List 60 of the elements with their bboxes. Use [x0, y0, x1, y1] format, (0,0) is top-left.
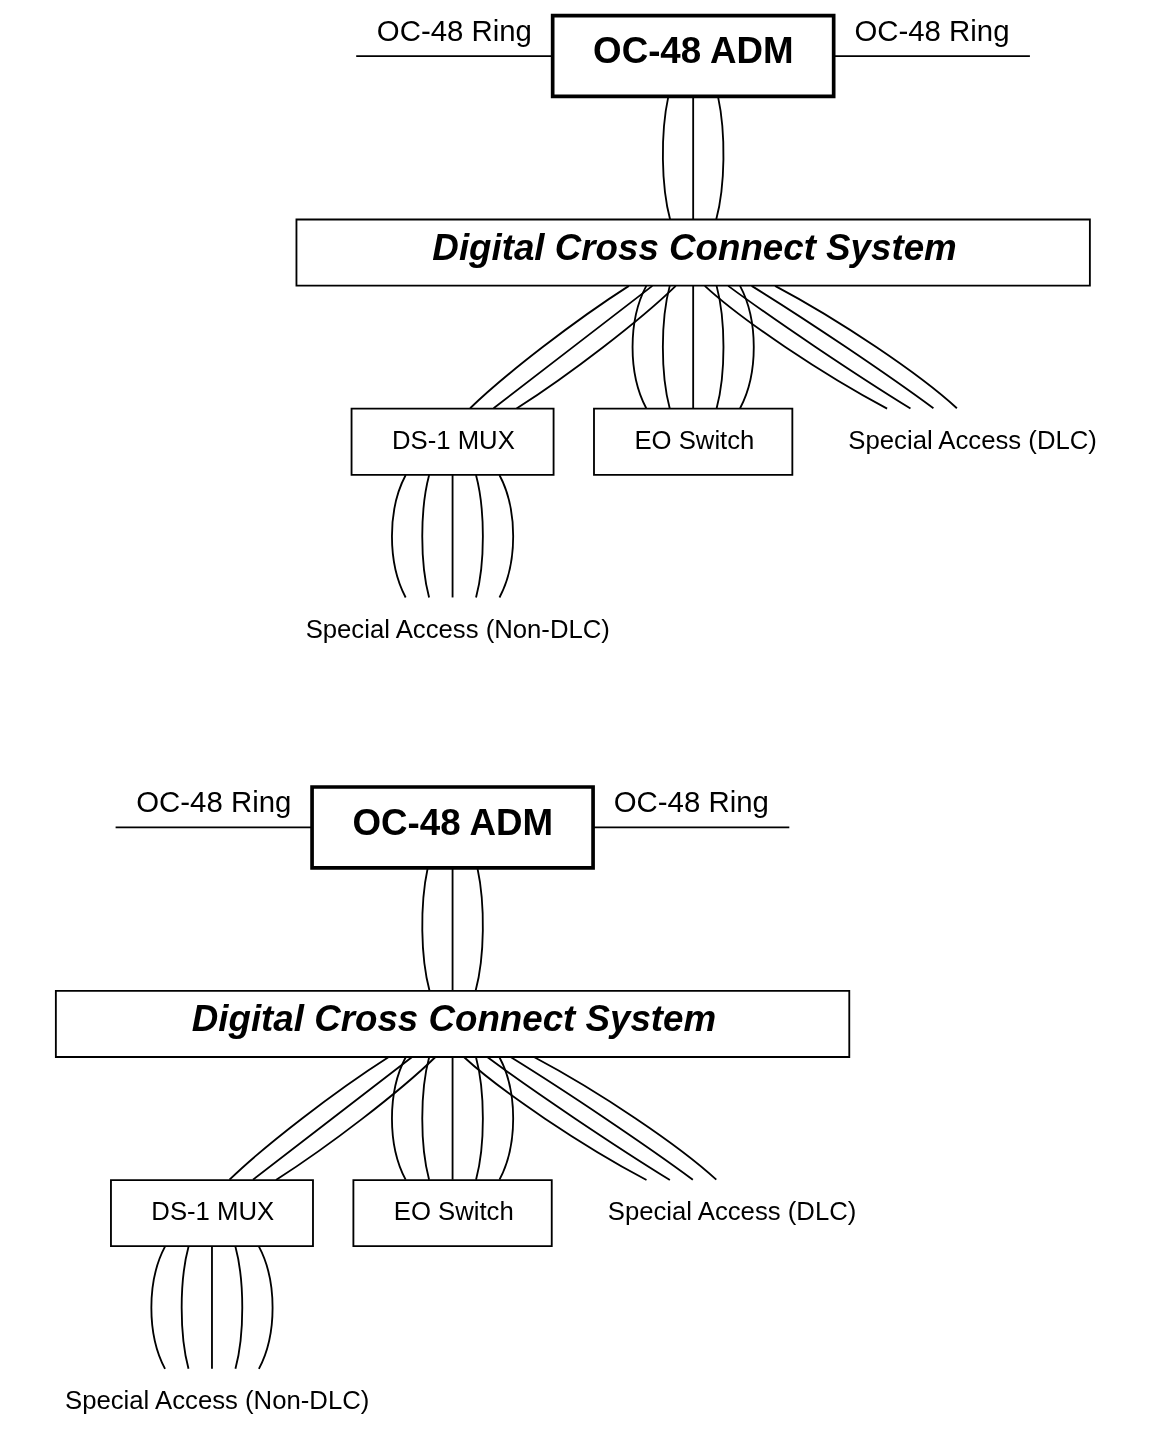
node-box: EO Switch — [592, 407, 793, 476]
node-text: Special Access (DLC) — [847, 425, 1097, 454]
connector — [726, 284, 911, 410]
connector — [114, 826, 313, 829]
connector — [515, 284, 677, 410]
connector — [390, 474, 407, 599]
connector — [738, 284, 755, 410]
connector — [251, 1056, 413, 1181]
node-text: Special Access (Non-DLC) — [305, 614, 610, 643]
node-text: Special Access (Non-DLC) — [64, 1386, 369, 1415]
connector — [257, 1245, 273, 1370]
connector — [715, 284, 724, 410]
connector — [420, 474, 430, 599]
connector — [390, 1056, 407, 1181]
connector — [149, 1245, 166, 1370]
connector — [773, 284, 958, 410]
connector — [474, 474, 484, 599]
connector — [492, 284, 653, 410]
connector — [233, 1245, 243, 1370]
connector — [592, 826, 790, 829]
connector — [354, 55, 554, 57]
edge-label: OC-48 Ring — [376, 13, 532, 47]
connector — [832, 55, 1031, 57]
connector — [661, 96, 671, 221]
connector — [703, 284, 888, 410]
connector — [274, 1056, 436, 1181]
edge-label: OC-48 Ring — [853, 13, 1009, 47]
connector — [228, 1056, 389, 1181]
edge-label: OC-48 Ring — [135, 785, 291, 819]
connector — [486, 1056, 671, 1181]
node-box: OC-48 ADM — [550, 13, 835, 99]
connector — [474, 867, 484, 992]
connector — [468, 284, 630, 410]
connector — [498, 1056, 514, 1181]
connector — [420, 1056, 430, 1181]
connector — [533, 1056, 717, 1181]
connector — [420, 867, 430, 992]
connector — [631, 284, 647, 410]
connector — [451, 867, 453, 992]
node-box: DS-1 MUX — [350, 407, 554, 476]
node-text: Special Access (DLC) — [607, 1196, 856, 1225]
connector — [691, 96, 694, 221]
node-box: DS-1 MUX — [109, 1179, 314, 1248]
connector — [180, 1245, 189, 1370]
connector — [661, 284, 671, 410]
connector — [451, 474, 453, 599]
node-box: OC-48 ADM — [309, 785, 595, 870]
connector — [509, 1056, 694, 1181]
connector — [498, 474, 514, 599]
connector — [462, 1056, 647, 1181]
connector — [474, 1056, 484, 1181]
node-box: Digital Cross Connect System — [54, 989, 850, 1058]
node-box: EO Switch — [351, 1179, 553, 1248]
edge-label: OC-48 Ring — [613, 785, 769, 819]
connector — [210, 1245, 213, 1370]
connector — [714, 96, 724, 221]
connector — [691, 284, 694, 410]
node-box: Digital Cross Connect System — [295, 218, 1091, 287]
connector — [750, 284, 934, 410]
connector — [451, 1056, 453, 1181]
